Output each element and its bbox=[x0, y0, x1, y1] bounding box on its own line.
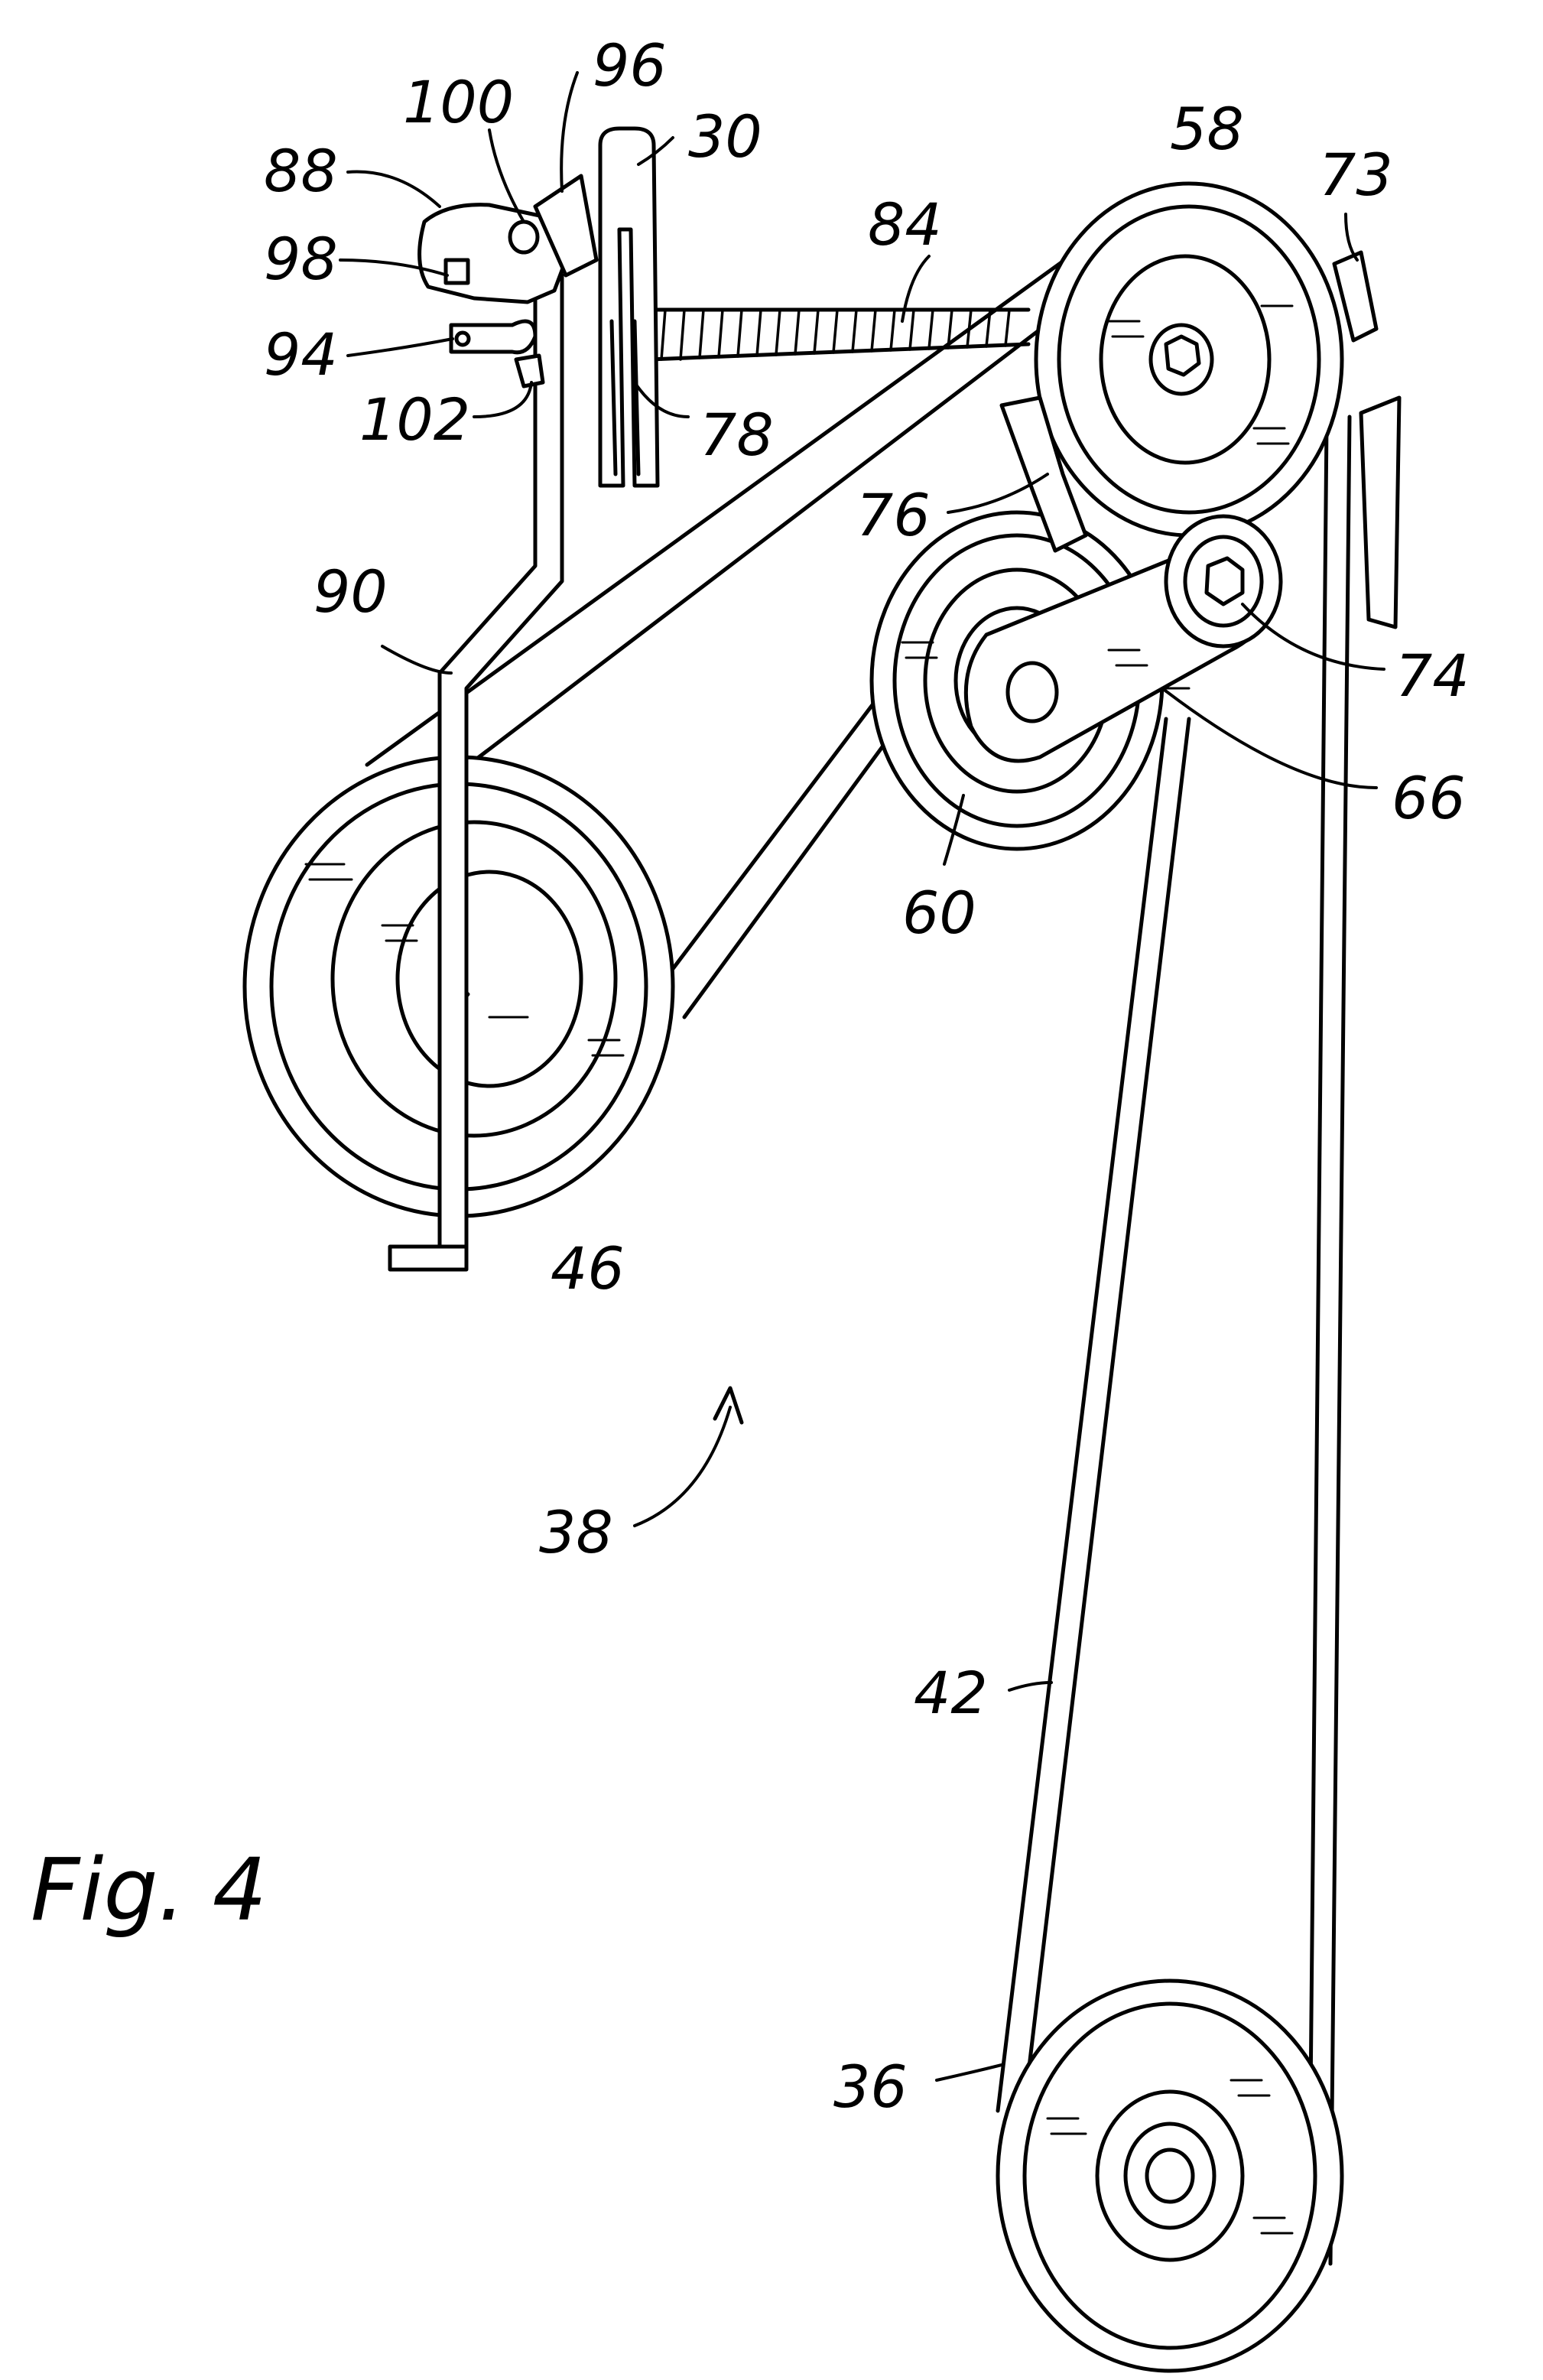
label-88: 88 bbox=[264, 137, 338, 205]
slot-78 bbox=[609, 319, 641, 476]
pin-94 bbox=[449, 319, 538, 355]
spring-84 bbox=[648, 307, 1031, 362]
label-38: 38 bbox=[539, 1498, 613, 1566]
label-73: 73 bbox=[1319, 141, 1393, 209]
label-60: 60 bbox=[902, 879, 976, 947]
label-98: 98 bbox=[264, 225, 338, 293]
belt-42 bbox=[365, 242, 1352, 2266]
label-102: 102 bbox=[359, 385, 470, 454]
label-74: 74 bbox=[1395, 642, 1470, 710]
label-30: 30 bbox=[688, 102, 762, 171]
label-84: 84 bbox=[868, 190, 942, 258]
label-94: 94 bbox=[264, 320, 338, 389]
label-90: 90 bbox=[313, 558, 388, 626]
figure-title: Fig. 4 bbox=[31, 1841, 267, 1940]
label-42: 42 bbox=[914, 1659, 988, 1727]
pulley-36 bbox=[996, 1978, 1344, 2373]
label-58: 58 bbox=[1170, 95, 1244, 163]
label-76: 76 bbox=[856, 481, 931, 549]
belt-guard-73 bbox=[1332, 250, 1402, 629]
lever-90 bbox=[388, 273, 564, 1272]
hook-102 bbox=[514, 353, 545, 389]
label-66: 66 bbox=[1392, 764, 1466, 832]
latch-96 bbox=[533, 174, 599, 278]
bracket-76 bbox=[999, 395, 1088, 553]
label-36: 36 bbox=[833, 2053, 908, 2121]
label-46: 46 bbox=[551, 1234, 625, 1302]
pulley-58 bbox=[1034, 181, 1344, 538]
handle-30 bbox=[598, 126, 660, 488]
pivot-bolt-74 bbox=[1164, 514, 1283, 649]
leader-lines bbox=[339, 71, 1385, 2082]
label-78: 78 bbox=[700, 401, 774, 469]
reference-numerals: 100 96 30 88 98 94 102 84 58 73 78 76 90… bbox=[264, 31, 1470, 2121]
label-96: 96 bbox=[593, 31, 667, 99]
label-100: 100 bbox=[403, 68, 514, 136]
